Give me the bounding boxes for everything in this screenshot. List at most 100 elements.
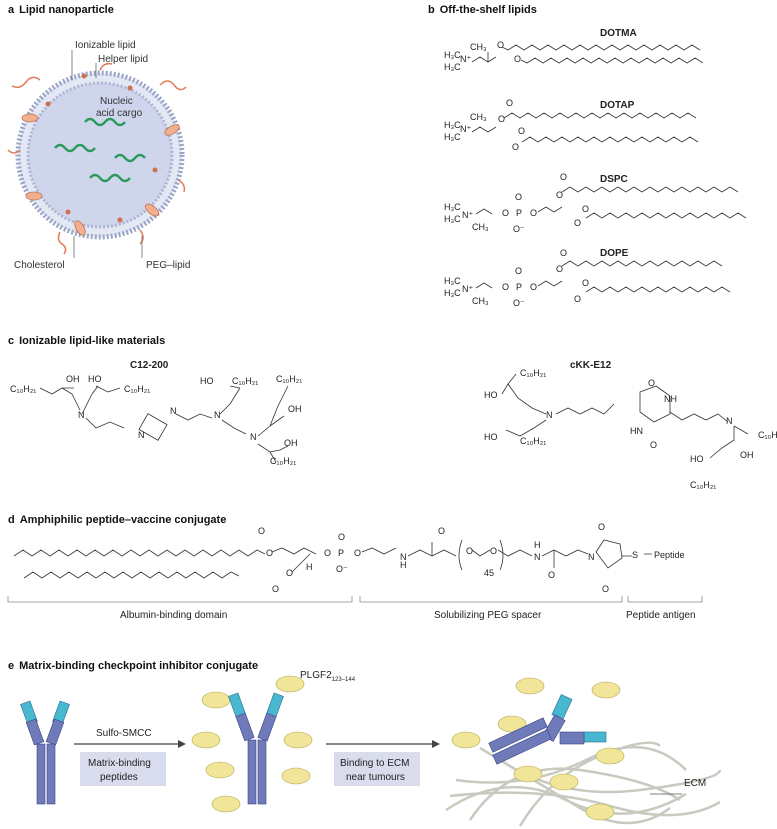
svg-text:O⁻: O⁻ [513, 298, 525, 308]
svg-text:OH: OH [740, 450, 754, 460]
svg-text:HO: HO [200, 376, 214, 386]
dope-structure: DOPE H₃C N⁺ H₃C CH₃ O P O O O⁻ O O O O [444, 248, 731, 308]
svg-text:H₃C: H₃C [444, 288, 461, 298]
cholesterol-molecules [21, 113, 180, 236]
svg-text:OH: OH [66, 374, 80, 384]
svg-text:O: O [497, 40, 504, 50]
svg-text:C₁₀H₂₁: C₁₀H₂₁ [10, 384, 36, 394]
svg-text:H₃C: H₃C [444, 62, 461, 72]
peptide-antigen-label: Peptide antigen [626, 610, 696, 621]
svg-text:O: O [556, 190, 563, 200]
nucleic-acid-strands [54, 117, 146, 183]
svg-text:CH₃: CH₃ [470, 112, 487, 122]
svg-text:O: O [506, 98, 513, 108]
svg-text:H₃C: H₃C [444, 120, 461, 130]
svg-text:CH₃: CH₃ [472, 222, 489, 232]
svg-text:N⁺: N⁺ [460, 54, 471, 64]
peptide-vaccine-structure: O O O O H O P O O⁻ O H N O O O 45 N H O … [13, 522, 685, 594]
svg-text:O⁻: O⁻ [513, 224, 525, 234]
svg-text:P: P [516, 282, 522, 292]
ionizable-lipids [45, 73, 158, 223]
antibody-unmodified [20, 700, 70, 805]
svg-text:near tumours: near tumours [346, 772, 405, 783]
svg-text:O: O [650, 440, 657, 450]
svg-text:C₁₀H₂₁: C₁₀H₂₁ [520, 436, 546, 446]
svg-text:peptides: peptides [100, 772, 138, 783]
ckk-e12-structure: cKK-E12 C₁₀H₂₁ HO N HO C₁₀H₂₁ NH HN O O … [484, 360, 777, 490]
svg-text:O: O [530, 282, 537, 292]
svg-text:O: O [602, 584, 609, 594]
dope-name: DOPE [600, 248, 629, 259]
conjugation-arrow [74, 740, 186, 748]
helper-lipid-label: Helper lipid [98, 54, 148, 65]
svg-text:N: N [78, 410, 85, 420]
svg-text:O: O [560, 172, 567, 182]
svg-text:O: O [266, 548, 273, 558]
svg-text:N⁺: N⁺ [462, 284, 473, 294]
sulfo-smcc-label: Sulfo-SMCC [96, 728, 152, 739]
svg-text:C₁₀H₂₁: C₁₀H₂₁ [124, 384, 150, 394]
peg-lipid-label: PEG–lipid [146, 260, 190, 271]
svg-text:HO: HO [484, 432, 498, 442]
peg-repeat-subscript: 45 [484, 568, 494, 578]
svg-text:C₁₀H₂₁: C₁₀H₂₁ [758, 430, 777, 440]
svg-text:O: O [582, 278, 589, 288]
svg-text:HN: HN [630, 426, 643, 436]
svg-text:O: O [560, 248, 567, 258]
svg-text:OH: OH [284, 438, 298, 448]
svg-text:O: O [338, 532, 345, 542]
c12-200-structure: C12-200 C₁₀H₂₁ OH HO C₁₀H₂₁ N N N N N HO… [10, 360, 302, 466]
peg-lipid-chains [7, 62, 187, 255]
dotap-name: DOTAP [600, 100, 635, 111]
plgf2-label: PLGF2123–144 [300, 670, 356, 683]
svg-text:N: N [588, 552, 595, 562]
svg-text:S: S [632, 550, 638, 560]
matrix-binding-peptides-box [80, 752, 166, 786]
svg-text:O: O [354, 548, 361, 558]
svg-text:O: O [514, 54, 521, 64]
svg-text:HO: HO [690, 454, 704, 464]
svg-text:H: H [306, 562, 313, 572]
svg-text:O: O [272, 584, 279, 594]
svg-text:Matrix-binding: Matrix-binding [88, 758, 151, 769]
svg-text:NH: NH [664, 394, 677, 404]
svg-text:O: O [438, 526, 445, 536]
svg-text:CH₃: CH₃ [472, 296, 489, 306]
dotma-structure: DOTMA H₃C CH₃ N⁺ H₃C O O [444, 28, 704, 72]
svg-text:O: O [648, 378, 655, 388]
svg-text:O: O [502, 208, 509, 218]
dotma-name: DOTMA [600, 28, 637, 39]
svg-text:HO: HO [484, 390, 498, 400]
ecm-label: ECM [684, 778, 706, 789]
dspc-structure: DSPC H₃C N⁺ H₃C CH₃ O P O O O⁻ O O O O [444, 172, 747, 234]
dspc-name: DSPC [600, 174, 628, 185]
svg-text:O: O [258, 526, 265, 536]
svg-text:H₃C: H₃C [444, 50, 461, 60]
antibody-peptide-conjugate [191, 675, 313, 813]
svg-text:O⁻: O⁻ [336, 564, 348, 574]
svg-text:CH₃: CH₃ [470, 42, 487, 52]
binding-to-ecm-box [334, 752, 420, 786]
svg-text:O: O [598, 522, 605, 532]
svg-text:O: O [512, 142, 519, 152]
svg-text:O: O [548, 570, 555, 580]
ecm-binding-arrow [326, 740, 440, 748]
svg-text:N: N [170, 406, 177, 416]
svg-text:N: N [726, 416, 733, 426]
lipid-nanoparticle-illustration [7, 62, 187, 255]
dotap-structure: DOTAP H₃C CH₃ N⁺ H₃C O O O O [444, 98, 699, 152]
svg-text:H₃C: H₃C [444, 214, 461, 224]
svg-text:O: O [574, 218, 581, 228]
svg-text:H: H [400, 560, 407, 570]
svg-text:H₃C: H₃C [444, 132, 461, 142]
svg-text:O: O [466, 546, 473, 556]
